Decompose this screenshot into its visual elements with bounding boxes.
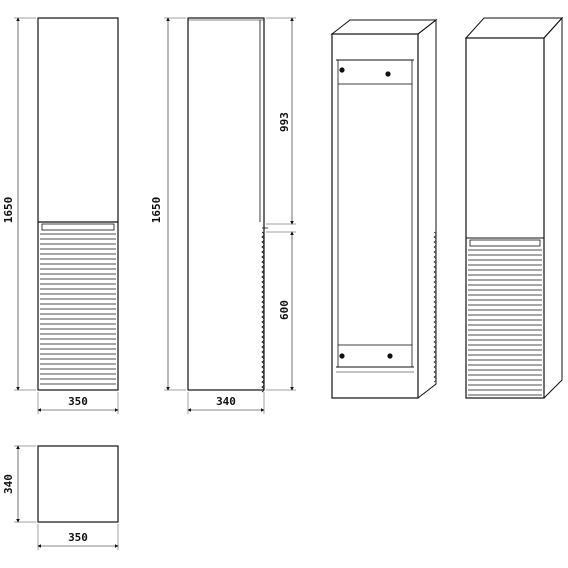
top-depth-label: 340 — [2, 474, 15, 494]
iso-wave-path — [433, 231, 437, 383]
front-width-label: 350 — [68, 395, 88, 408]
hinge-dot — [339, 353, 345, 359]
side-view — [164, 17, 296, 414]
hinge-dot — [385, 71, 391, 77]
side-lower-label: 600 — [278, 300, 291, 320]
side-depth-label: 340 — [216, 395, 236, 408]
side-wave-path — [261, 231, 265, 393]
side-upper-label: 993 — [278, 112, 291, 132]
front-handle-gap — [41, 223, 115, 231]
front-height-label: 1650 — [2, 197, 15, 224]
side-cabinet-outline — [187, 17, 265, 391]
top-view — [14, 445, 119, 550]
top-cabinet-outline — [37, 445, 119, 523]
hinge-dot — [339, 67, 345, 73]
iso-carcass-front — [331, 33, 419, 399]
front-cabinet-outline — [37, 17, 119, 391]
side-height-label: 1650 — [150, 197, 163, 224]
hinge-dot — [387, 353, 393, 359]
front-slats — [40, 233, 116, 385]
iso-assembled-front — [465, 37, 545, 399]
iso-carcass-view — [330, 18, 438, 399]
front-view — [14, 17, 119, 414]
iso-assembled-view — [464, 16, 564, 399]
side-wave-edge — [261, 231, 265, 393]
top-width-label: 350 — [68, 531, 88, 544]
